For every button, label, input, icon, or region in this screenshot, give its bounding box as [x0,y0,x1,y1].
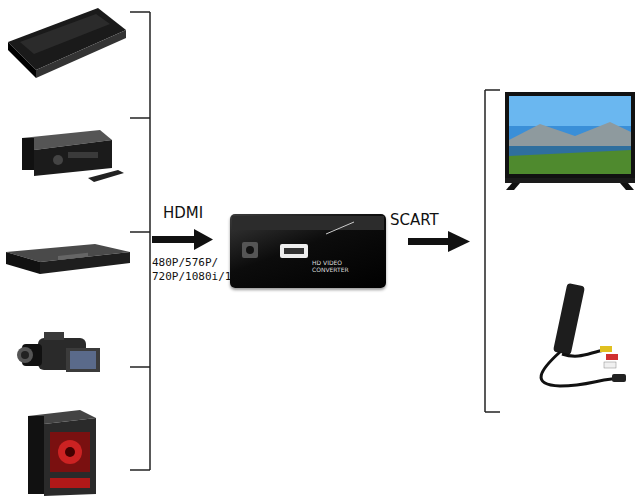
scart-arrow [408,231,470,252]
pc-tower [28,410,96,496]
capture-stick [541,283,626,386]
signal-name: SCART [390,211,439,231]
converter-ports [230,214,386,288]
game-console [8,8,126,78]
dvd-player [6,244,130,274]
converter-box: HD VIDEO CONVERTER [230,214,386,288]
television [505,92,635,190]
hdmi-arrow [152,229,213,250]
av-receiver [22,130,124,182]
camcorder [17,332,100,372]
output-bracket [485,90,500,412]
signal-name: HDMI [163,204,203,224]
source-bracket [130,12,150,470]
device-print: HD VIDEO CONVERTER [312,260,356,273]
